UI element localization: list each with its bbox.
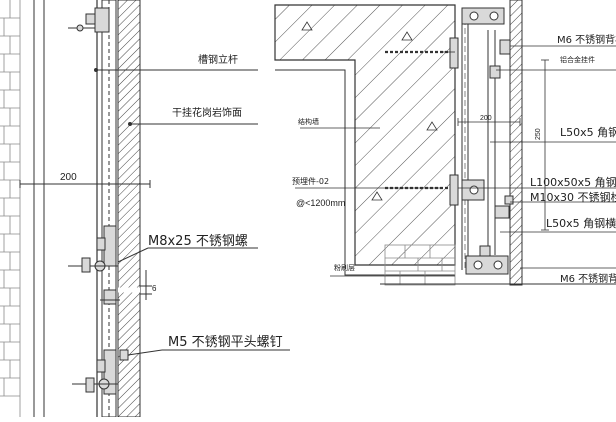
bolt-group-2 bbox=[100, 289, 120, 305]
dimension-200-right-label: 200 bbox=[480, 115, 492, 122]
label-embedded-spacing: @<1200mm bbox=[296, 198, 345, 208]
mid-connector bbox=[461, 179, 514, 219]
label-aluminum-connector: 铝合金挂件 bbox=[560, 55, 595, 64]
left-leaders bbox=[96, 69, 290, 356]
label-plaster-layer: 粉刷层 bbox=[334, 263, 355, 272]
bolt-group-1 bbox=[68, 225, 118, 273]
label-bolt-m10: M10x30 不锈钢栓或 bbox=[530, 190, 616, 204]
label-bolt-m5: M5 不锈钢平头螺钉 bbox=[168, 335, 283, 350]
label-channel-steel-post: 槽钢立杆 bbox=[198, 53, 238, 66]
leader-dot bbox=[94, 68, 98, 72]
label-gap-6: 6 bbox=[152, 284, 157, 293]
dimension-250 bbox=[541, 59, 549, 231]
label-embedded-part: 预埋件-02 bbox=[292, 176, 329, 186]
top-connector bbox=[461, 7, 511, 79]
aggregate-marks bbox=[301, 21, 438, 201]
right-leaders bbox=[295, 45, 616, 277]
dimension-200-right bbox=[457, 118, 521, 126]
bolt-group-3 bbox=[72, 349, 130, 395]
label-m6-bolt-bottom: M6 不锈钢背栓 bbox=[560, 272, 616, 285]
right-detail: 200 250 M6 不锈钢背栓 铝合金挂件 结构墙 L50x5 角钢立杆 bbox=[274, 0, 616, 286]
top-bracket bbox=[68, 7, 110, 33]
label-angle-l50-post: L50x5 角钢立杆 bbox=[560, 125, 616, 139]
left-detail: 200 槽钢立杆 干挂花岗岩饰面 M8x25 不锈钢螺 6 M5 不锈钢平头螺钉 bbox=[0, 0, 290, 418]
label-angle-l50-bracket: L50x5 角钢横梁 bbox=[546, 216, 616, 230]
left-brick-wall bbox=[0, 0, 21, 417]
label-structural-wall: 结构墙 bbox=[298, 117, 319, 126]
embedded-plates bbox=[449, 37, 459, 206]
leader-dot bbox=[128, 122, 132, 126]
granite-facing-right bbox=[509, 0, 523, 286]
label-granite-facing: 干挂花岗岩饰面 bbox=[172, 106, 242, 119]
structural-wall bbox=[274, 4, 456, 266]
vertical-angle-post bbox=[461, 10, 496, 270]
bottom-connector bbox=[465, 245, 509, 275]
label-angle-l100: L100x50x5 角钢 bbox=[530, 176, 616, 189]
right-brick-base bbox=[384, 244, 456, 286]
left-vertical-lines bbox=[33, 0, 103, 417]
dimension-200-left bbox=[19, 180, 151, 188]
label-bolt-m8: M8x25 不锈钢螺 bbox=[148, 234, 248, 249]
dimension-250-label: 250 bbox=[535, 128, 542, 140]
label-m6-bolt-top: M6 不锈钢背栓 bbox=[557, 33, 616, 46]
dimension-200-left-label: 200 bbox=[60, 172, 77, 183]
